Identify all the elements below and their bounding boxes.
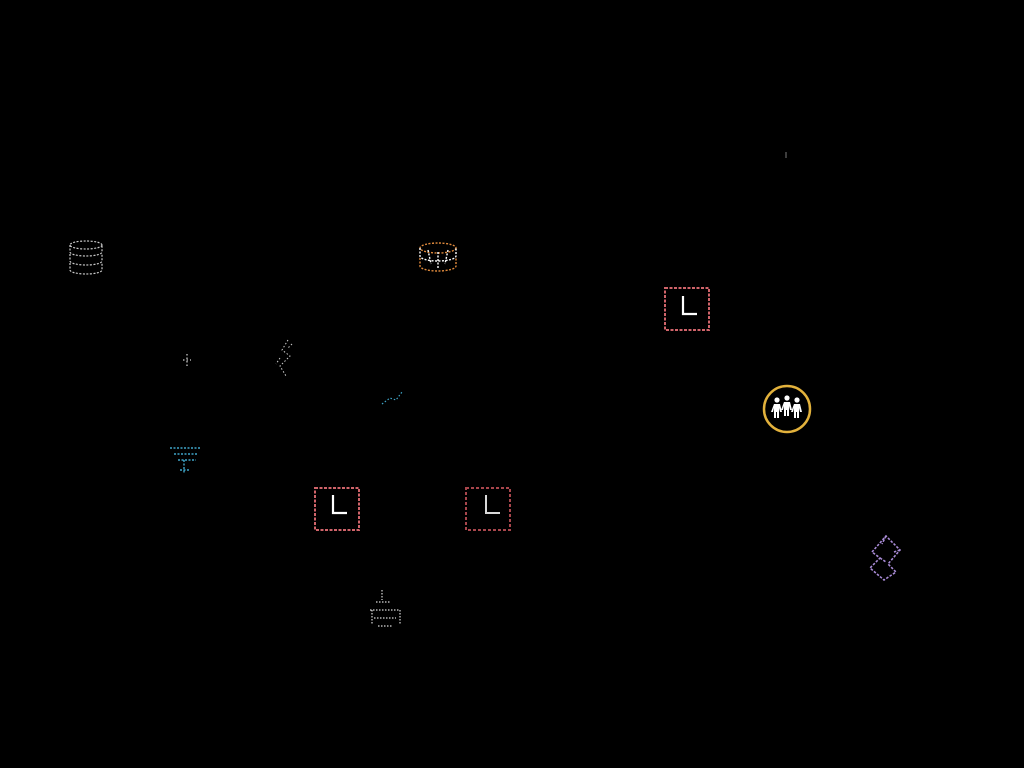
l-sign-icon[interactable] [464,486,512,532]
sparkle-icon [378,386,406,410]
sparkle-icon [272,336,300,382]
l-sign-icon[interactable] [313,486,361,532]
l-sign-icon[interactable] [663,286,711,332]
sparkle-icon [166,440,206,480]
people-badge-icon[interactable] [761,383,813,435]
sparkle-icon [181,352,193,368]
scroll-icon[interactable] [866,532,906,584]
stacked-coins-icon[interactable] [64,238,108,282]
sparkle-icon [782,150,790,160]
stacked-coins-icon[interactable] [414,238,462,282]
sparkle-icon [366,586,406,634]
